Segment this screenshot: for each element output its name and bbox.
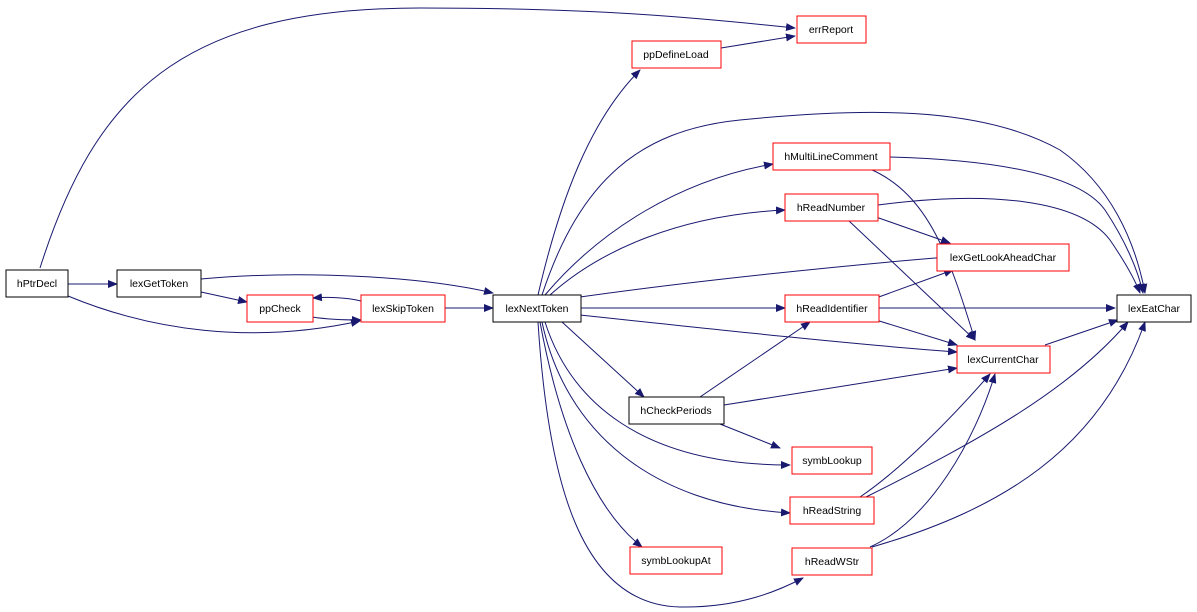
node-hReadIdentifier[interactable]: hReadIdentifier [784, 294, 880, 323]
node-box [360, 294, 446, 323]
edge-lexNextToken-symbLookupAt [539, 321, 643, 548]
node-box [791, 446, 873, 475]
node-errReport[interactable]: errReport [796, 15, 867, 44]
edge-lexNextToken-ppDefineLoad [537, 69, 641, 296]
edge-hReadNumber-lexCurrentChar [847, 219, 976, 341]
edge-ppDefineLoad-errReport [720, 33, 796, 49]
node-lexCurrentChar[interactable]: lexCurrentChar [956, 345, 1051, 374]
node-symbLookupAt[interactable]: symbLookupAt [629, 546, 723, 575]
node-box [1116, 294, 1192, 323]
node-label: hPtrDecl [17, 278, 57, 290]
node-label: lexEatChar [1128, 303, 1180, 315]
edge-hReadIdentifier-lexGetLookAheadChar [875, 269, 954, 299]
node-label: lexSkipToken [372, 303, 434, 315]
edge-hReadIdentifier-lexCurrentChar [875, 319, 958, 347]
node-label: ppDefineLoad [643, 49, 709, 61]
edge-hReadString-lexEatChar [865, 321, 1129, 498]
edge-hCheckPeriods-symbLookup [719, 423, 781, 449]
node-label: lexGetLookAheadChar [950, 252, 1057, 264]
node-box [628, 396, 725, 425]
edge-lexNextToken-hReadString [541, 321, 791, 517]
node-label: errReport [809, 24, 853, 36]
node-box [116, 269, 202, 298]
edge-ppCheck-lexSkipToken [311, 315, 362, 324]
edge-lexNextToken-hMultiLineComment [544, 161, 774, 296]
edge-lexNextToken-lexCurrentChar [579, 314, 958, 356]
node-hReadWStr[interactable]: hReadWStr [791, 547, 873, 576]
node-lexNextToken[interactable]: lexNextToken [492, 294, 582, 323]
edge-hMultiLineComment-lexCurrentChar [869, 168, 977, 341]
node-box [492, 294, 582, 323]
node-symbLookup[interactable]: symbLookup [791, 446, 873, 475]
node-label: hReadString [803, 505, 862, 517]
edge-lexGetToken-lexNextToken [200, 274, 494, 295]
node-box [784, 294, 880, 323]
edge-lexSkipToken-ppCheck [312, 293, 362, 302]
edge-hCheckPeriods-lexCurrentChar [723, 365, 958, 406]
node-label: hReadNumber [797, 202, 866, 214]
edge-lexNextToken-hReadNumber [549, 206, 786, 296]
node-label: lexGetToken [130, 278, 189, 290]
node-lexGetToken[interactable]: lexGetToken [116, 269, 202, 298]
edge-hReadNumber-lexEatChar [877, 197, 1141, 294]
node-label: hCheckPeriods [640, 405, 711, 417]
node-ppDefineLoad[interactable]: ppDefineLoad [631, 40, 722, 69]
edge-lexGetToken-ppCheck [200, 291, 248, 304]
edge-lexCurrentChar-lexEatChar [1044, 319, 1119, 346]
edge-hPtrDecl-errReport [39, 7, 796, 269]
edge-lexNextToken-hCheckPeriods [561, 321, 645, 398]
node-box [956, 345, 1051, 374]
edge-hMultiLineComment-lexEatChar [889, 156, 1145, 294]
node-box [796, 15, 867, 44]
node-box [789, 496, 875, 525]
node-lexGetLookAheadChar[interactable]: lexGetLookAheadChar [936, 243, 1070, 272]
node-box [246, 294, 314, 323]
node-box [784, 193, 879, 222]
edge-hReadWStr-lexCurrentChar [869, 373, 997, 548]
edge-hReadString-lexCurrentChar [859, 373, 991, 498]
edge-hCheckPeriods-hReadIdentifier [699, 321, 811, 398]
node-label: lexCurrentChar [967, 354, 1039, 366]
node-lexEatChar[interactable]: lexEatChar [1116, 294, 1192, 323]
edge-hPtrDecl-lexSkipToken [67, 295, 361, 334]
node-box [631, 40, 722, 69]
node-hReadNumber[interactable]: hReadNumber [784, 193, 879, 222]
edge-hReadNumber-lexGetLookAheadChar [875, 216, 951, 244]
node-label: hMultiLineComment [784, 151, 877, 163]
edge-lexNextToken-lexEatChar [541, 111, 1148, 296]
node-ppCheck[interactable]: ppCheck [246, 294, 314, 323]
edge-lexNextToken-hReadWStr [537, 321, 804, 608]
node-box [772, 142, 891, 171]
edge-lexNextToken-symbLookup [544, 321, 791, 469]
node-box [5, 269, 69, 298]
node-box [629, 546, 723, 575]
node-box [936, 243, 1070, 272]
node-label: lexNextToken [505, 303, 568, 315]
node-hCheckPeriods[interactable]: hCheckPeriods [628, 396, 725, 425]
node-hPtrDecl[interactable]: hPtrDecl [5, 269, 69, 298]
node-label: hReadWStr [805, 556, 860, 568]
edge-lexNextToken-lexGetLookAheadChar [579, 253, 948, 298]
node-label: hReadIdentifier [796, 303, 868, 315]
node-hReadString[interactable]: hReadString [789, 496, 875, 525]
node-label: symbLookup [802, 455, 862, 467]
node-label: ppCheck [259, 303, 301, 315]
edge-hReadWStr-lexEatChar [871, 321, 1146, 548]
node-box [791, 547, 873, 576]
node-hMultiLineComment[interactable]: hMultiLineComment [772, 142, 891, 171]
node-lexSkipToken[interactable]: lexSkipToken [360, 294, 446, 323]
node-label: symbLookupAt [641, 555, 711, 567]
